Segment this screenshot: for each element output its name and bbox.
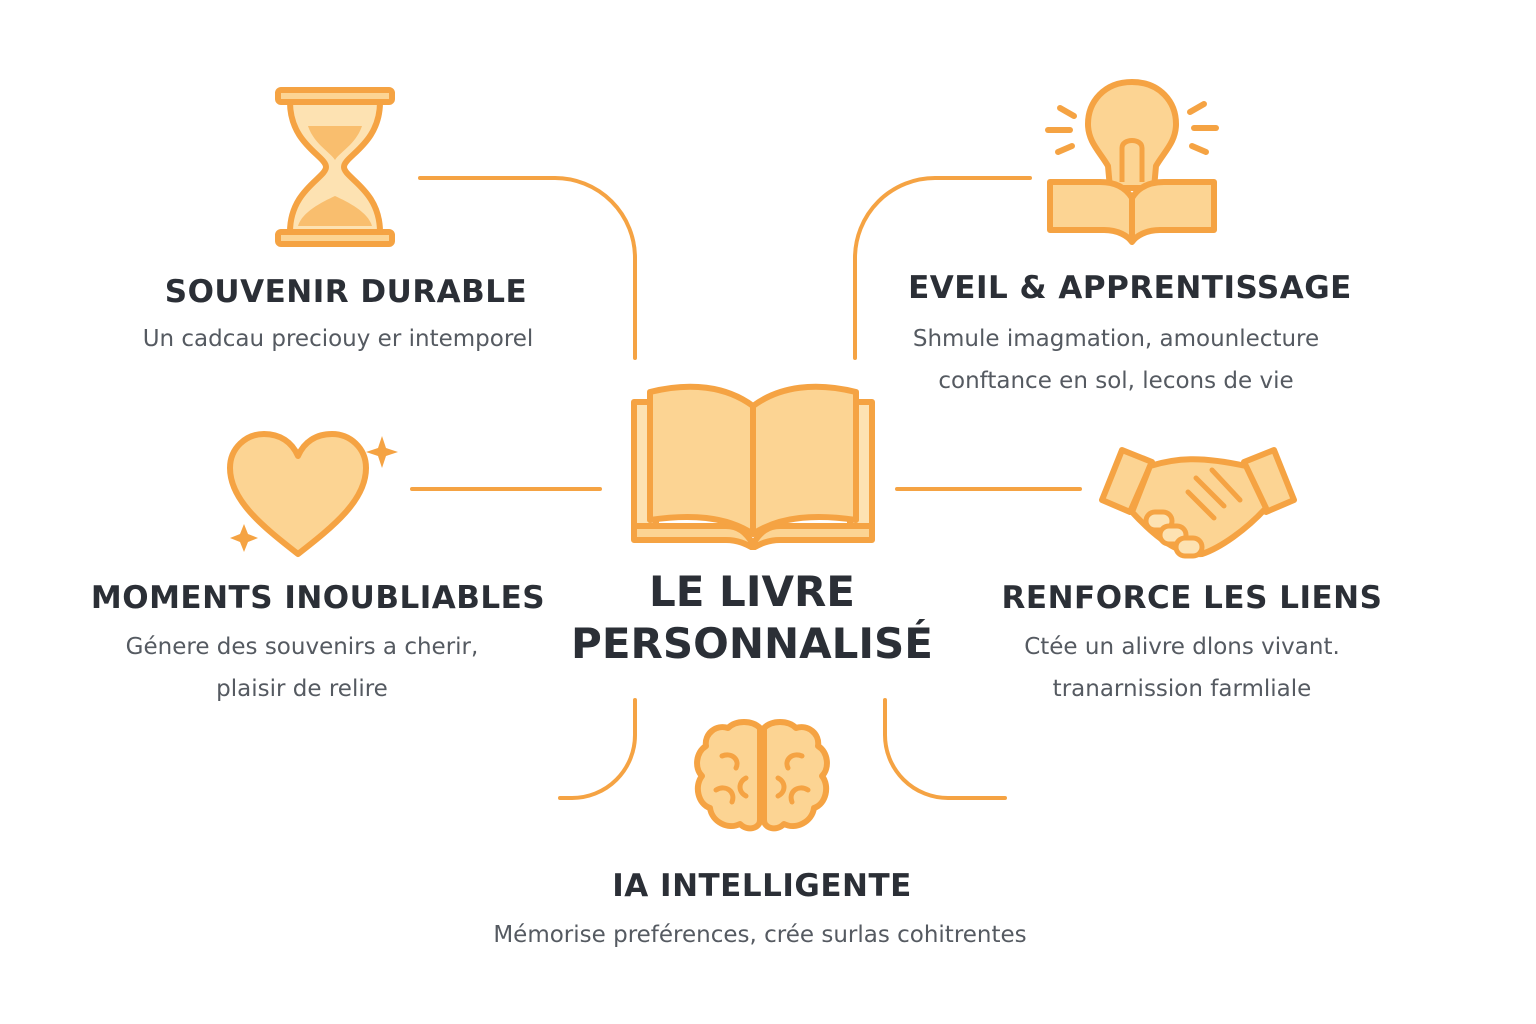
heart-sparkle-icon (227, 431, 398, 557)
connector-ia-left (558, 698, 637, 800)
benefit-desc-eveil: Shmule imagmation, amounlecture conftanc… (913, 318, 1319, 402)
benefit-desc-line: Ctée un alivre dlons vivant. (1024, 634, 1340, 660)
open-book-icon (631, 383, 875, 550)
benefit-title-moments: MOMENTS INOUBLIABLES (90, 580, 546, 616)
center-title-line1: LE LIVRE (648, 567, 855, 616)
center-title-line2: PERSONNALISÉ (571, 619, 933, 668)
benefit-title-ia: IA INTELLIGENTE (612, 868, 912, 904)
brain-icon (694, 719, 830, 832)
benefit-desc-line: tranarnission farmliale (1052, 676, 1312, 702)
hourglass-icon (275, 87, 395, 247)
benefit-desc-liens: Ctée un alivre dlons vivant. tranarnissi… (1024, 626, 1340, 710)
benefit-desc-line: Mémorise preférences, crée surlas cohitr… (493, 922, 1027, 948)
benefit-desc-line: plaisir de relire (216, 676, 388, 702)
connector-eveil (853, 176, 1032, 360)
benefit-desc-line: Génere des souvenirs a cherir, (125, 634, 479, 660)
lightbulb-book-icon (1045, 79, 1219, 245)
benefit-title-eveil: EVEIL & APPRENTISSAGE (908, 270, 1352, 306)
handshake-icon (1099, 447, 1297, 559)
benefit-desc-line: Un cadcau preciouy er intemporel (142, 326, 534, 352)
benefit-title-liens: RENFORCE LES LIENS (1001, 580, 1383, 616)
benefit-desc-souvenir: Un cadcau preciouy er intemporel (143, 318, 534, 360)
benefit-desc-moments: Génere des souvenirs a cherir, plaisir d… (126, 626, 479, 710)
center-title: LE LIVRE PERSONNALISÉ (571, 566, 933, 670)
connector-souvenir (418, 176, 637, 360)
benefit-desc-line: Shmule imagmation, amounlecture (912, 326, 1320, 352)
benefit-desc-ia: Mémorise preférences, crée surlas cohitr… (493, 914, 1026, 956)
connector-ia-right (883, 698, 1007, 800)
benefit-title-souvenir: SOUVENIR DURABLE (164, 274, 528, 310)
benefit-desc-line: conftance en sol, lecons de vie (938, 368, 1294, 394)
